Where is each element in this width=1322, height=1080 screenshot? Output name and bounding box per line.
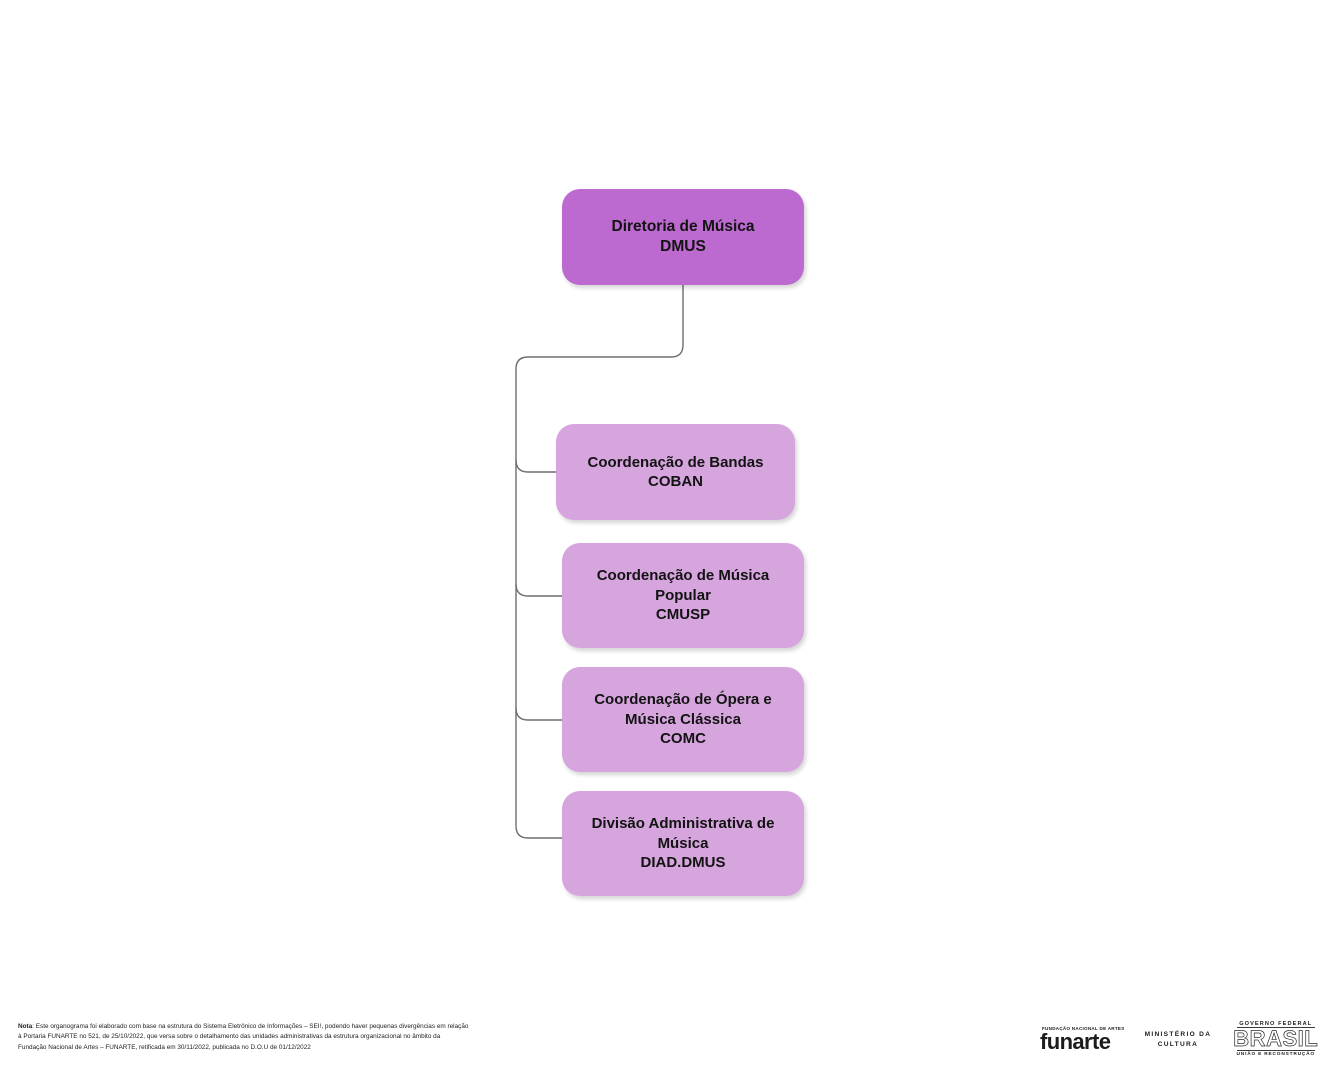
gov-federal-label: GOVERNO FEDERAL	[1239, 1020, 1313, 1027]
ministry-line-2: CULTURA	[1157, 1041, 1199, 1048]
connector-branch-comc	[515, 707, 562, 721]
connector-branch-cmusp	[515, 583, 562, 597]
footnote-prefix: Nota	[18, 1023, 33, 1030]
gov-rule-bottom	[1236, 1050, 1315, 1052]
org-node-dmus-label: Diretoria de Música DMUS	[611, 217, 755, 255]
gov-brasil-wordmark: BRASIL	[1233, 1025, 1319, 1051]
logo-strip: FUNDAÇÃO NACIONAL DE ARTES funarte MINIS…	[1040, 1008, 1318, 1070]
org-node-comc[interactable]: Coordenação de Ópera e Música Clássica C…	[562, 667, 804, 772]
funarte-tagline: FUNDAÇÃO NACIONAL DE ARTES	[1042, 1025, 1125, 1031]
org-node-diad-dmus[interactable]: Divisão Administrativa de Música DIAD.DM…	[562, 791, 804, 896]
org-node-coban-label: Coordenação de Bandas COBAN	[587, 453, 764, 491]
gov-rule-top	[1236, 1026, 1315, 1028]
org-node-diad-dmus-label: Divisão Administrativa de Música DIAD.DM…	[591, 815, 775, 872]
funarte-wordmark: funarte	[1040, 1028, 1111, 1054]
org-node-comc-label: Coordenação de Ópera e Música Clássica C…	[594, 691, 772, 748]
org-node-coban[interactable]: Coordenação de Bandas COBAN	[556, 424, 795, 520]
ministry-line-1: MINISTÉRIO DA	[1144, 1031, 1212, 1039]
gov-slogan: UNIÃO E RECONSTRUÇÃO	[1236, 1052, 1315, 1058]
funarte-logo: FUNDAÇÃO NACIONAL DE ARTES funarte	[1040, 1025, 1125, 1054]
governo-federal-logo: GOVERNO FEDERAL BRASIL UNIÃO E RECONSTRU…	[1233, 1021, 1318, 1057]
org-node-cmusp-label: Coordenação de Música Popular CMUSP	[596, 567, 770, 624]
ministry-of-culture-logo: MINISTÉRIO DA CULTURA	[1145, 1030, 1212, 1049]
connector-branch-coban	[515, 459, 556, 473]
footnote: Nota: Este organograma foi elaborado com…	[18, 1022, 470, 1053]
footnote-text: : Este organograma foi elaborado com bas…	[18, 1023, 469, 1051]
org-node-dmus[interactable]: Diretoria de Música DMUS	[562, 189, 804, 285]
org-node-cmusp[interactable]: Coordenação de Música Popular CMUSP	[562, 543, 804, 648]
